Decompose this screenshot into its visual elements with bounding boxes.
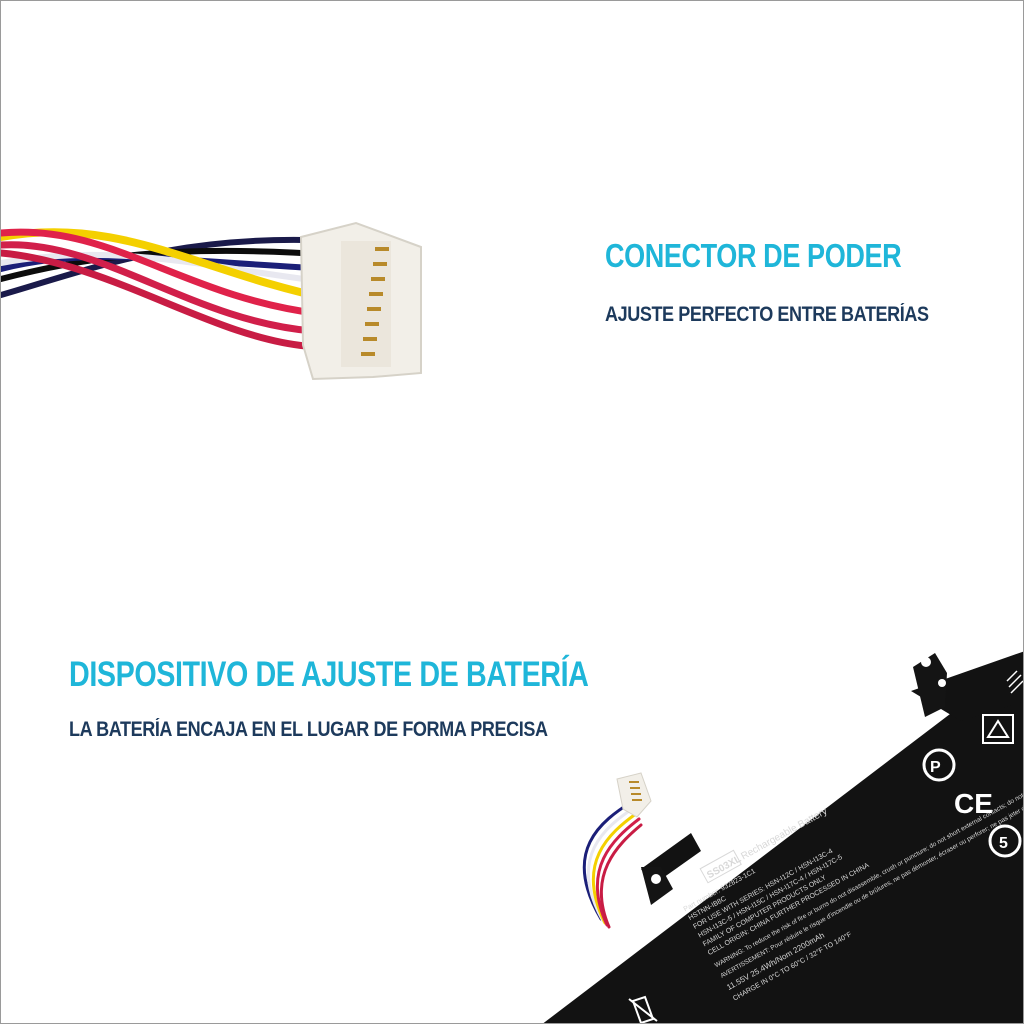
recycle-mark-icon: 5 <box>988 824 1022 858</box>
connector-plug <box>299 221 422 381</box>
connector-subtitle: AJUSTE PERFECTO ENTRE BATERÍAS <box>605 303 929 326</box>
device-title: DISPOSITIVO DE AJUSTE DE BATERÍA <box>69 655 589 694</box>
device-subtitle: LA BATERÍA ENCAJA EN EL LUGAR DE FORMA P… <box>69 718 548 741</box>
svg-text:CE: CE <box>954 788 993 819</box>
battery-connector-cable <box>582 799 643 929</box>
ce-mark-icon: CE <box>954 788 993 819</box>
battery-connector-plug <box>616 772 652 818</box>
svg-text:5: 5 <box>999 835 1008 852</box>
mounting-tab <box>913 653 947 717</box>
trash-bin-icon <box>628 995 658 1023</box>
mounting-tab <box>605 867 673 933</box>
svg-text:P: P <box>930 759 941 776</box>
battery-pack: SS03XL Rechargeable Battery Part number:… <box>543 651 1023 1023</box>
connector-pins <box>361 247 389 356</box>
connector-title: CONECTOR DE PODER <box>605 237 902 274</box>
battery-recycle-symbol-icon <box>982 714 1014 744</box>
power-connector-cable <box>1 228 339 350</box>
pct-mark-icon: P <box>922 748 956 782</box>
barcode-icon <box>1006 670 1023 694</box>
